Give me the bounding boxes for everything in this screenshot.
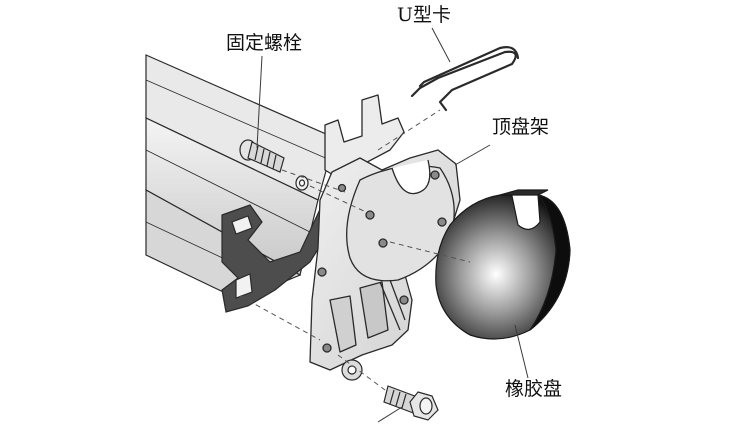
rubber-pad xyxy=(435,189,571,340)
aluminium-rail xyxy=(145,54,336,313)
label-u-clip: U型卡 xyxy=(397,4,452,26)
leader-lines xyxy=(256,27,529,423)
label-top-pad-bracket: 顶盘架 xyxy=(492,116,550,138)
top-pad-bracket xyxy=(309,94,461,371)
label-fixing-bolt: 固定螺栓 xyxy=(226,32,303,54)
fixing-bolt-top xyxy=(239,139,309,191)
label-rubber-pad: 橡胶盘 xyxy=(505,378,563,400)
assembly-axis-lines xyxy=(239,109,471,391)
fixing-bolt-bottom xyxy=(341,359,439,421)
u-clip xyxy=(410,46,520,112)
